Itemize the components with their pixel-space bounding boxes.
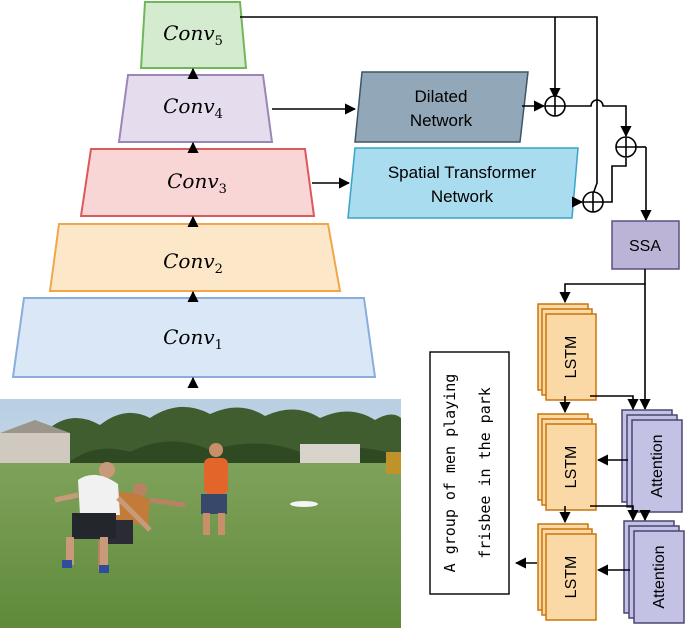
caption-line-2: frisbee in the park bbox=[476, 387, 494, 559]
input-photo bbox=[0, 399, 401, 628]
caption-box: A group of men playing frisbee in the pa… bbox=[429, 351, 510, 595]
stn-label-1: Spatial Transformer bbox=[388, 163, 537, 182]
attention-block-2: Attention bbox=[623, 520, 685, 624]
lstm-label-3: LSTM bbox=[563, 556, 580, 599]
arrow-plus-c-to-plus-b bbox=[603, 158, 627, 203]
ssa-label: SSA bbox=[629, 238, 661, 255]
lstm-block-1: LSTM bbox=[537, 303, 597, 401]
attention-label-1: Attention bbox=[649, 434, 666, 497]
arrow-ssa-to-lstm1 bbox=[559, 269, 646, 304]
caption-line-1: A group of men playing bbox=[441, 374, 459, 573]
arrow-lstm1-to-attention1 bbox=[590, 395, 639, 411]
attention-block-1: Attention bbox=[621, 409, 683, 513]
lstm-label-1: LSTM bbox=[563, 336, 580, 379]
stn-label-2: Network bbox=[431, 187, 494, 206]
lstm-label-2: LSTM bbox=[563, 446, 580, 489]
dilated-network-label-2: Network bbox=[410, 111, 473, 130]
conv3-block: Conv3 bbox=[79, 148, 316, 217]
conv1-label: Conv1 bbox=[163, 325, 223, 353]
conv1-block: Conv1 bbox=[11, 297, 377, 378]
plus-node-b bbox=[615, 136, 637, 158]
conv3-label: Conv3 bbox=[167, 169, 227, 197]
conv2-block: Conv2 bbox=[48, 223, 342, 292]
conv5-label: Conv5 bbox=[163, 21, 223, 49]
conv5-block: Conv5 bbox=[139, 0, 248, 69]
conv4-block: Conv4 bbox=[117, 74, 274, 143]
arrow-lstm2-to-attention2 bbox=[590, 505, 639, 522]
lstm-block-2: LSTM bbox=[537, 413, 597, 511]
dilated-network-label-1: Dilated bbox=[415, 87, 468, 106]
attention-label-2: Attention bbox=[651, 545, 668, 608]
lstm-block-3: LSTM bbox=[537, 523, 597, 621]
ssa-box: SSA bbox=[611, 220, 680, 270]
conv4-label: Conv4 bbox=[163, 94, 223, 122]
plus-node-a bbox=[544, 95, 566, 117]
arrow-plus-a-to-plus-b bbox=[565, 99, 632, 138]
plus-node-c bbox=[582, 191, 604, 213]
conv2-label: Conv2 bbox=[163, 249, 223, 277]
dilated-network-box: Dilated Network bbox=[354, 71, 529, 143]
spatial-transformer-box: Spatial Transformer Network bbox=[347, 147, 579, 219]
